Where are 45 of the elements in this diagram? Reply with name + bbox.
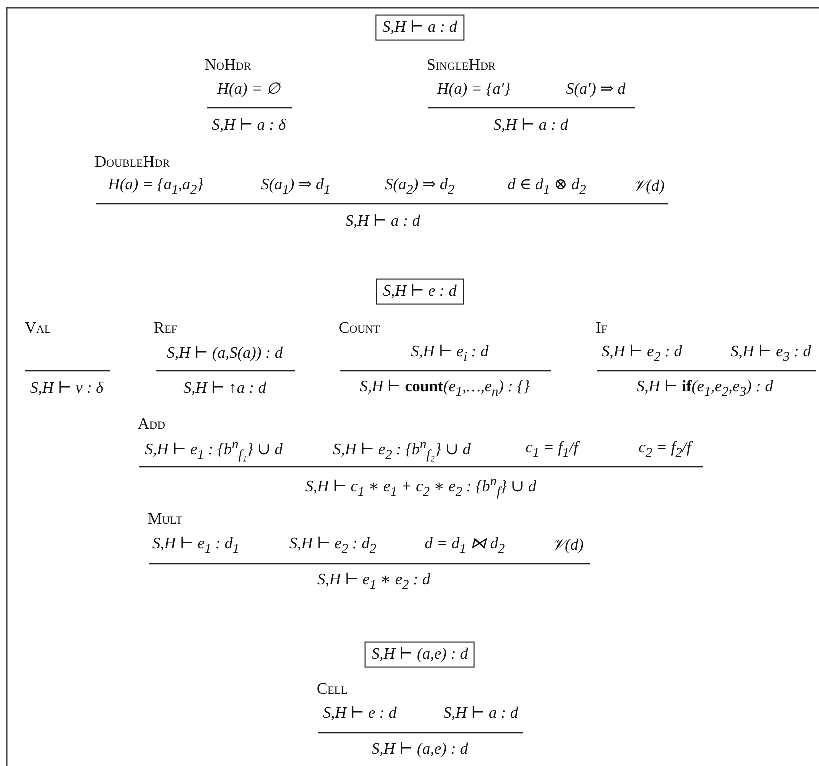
judgment-box: S,H ⊢ (a,e) : d xyxy=(364,642,476,668)
conclusion: S,H ⊢ c$_{1}$ ∗ e$_{1}$ + c$_{2}$ ∗ e$_{2}$ : {b$^{n}$$_{f}$} ∪ d xyxy=(306,474,536,500)
conclusion: S,H ⊢ e$_{1}$ ∗ e$_{2}$ : d xyxy=(317,572,431,592)
premise: c$_{2}$ = f$_{2}$/f xyxy=(638,440,692,460)
conclusion: S,H ⊢ a : δ xyxy=(212,117,286,135)
premise: S(a$_{1}$) ⇒ d$_{1}$ xyxy=(261,176,331,198)
premise: S,H ⊢ e$_{1}$ : d$_{1}$ xyxy=(152,536,240,556)
conclusion: S,H ⊢ a : d xyxy=(346,213,420,231)
conclusion: S,H ⊢ count(e$_{1}$,…,e$_{n}$) : {} xyxy=(360,378,530,400)
rule-name: NoHdr xyxy=(205,57,252,75)
premise: S,H ⊢ (a,S(a)) : d xyxy=(167,345,283,363)
premise: S,H ⊢ e$_{3}$ : d xyxy=(730,344,812,364)
premise: d ∈ d$_{1}$ ⊗ d$_{2}$ xyxy=(508,176,586,198)
premise: S,H ⊢ a : d xyxy=(444,705,518,723)
conclusion: S,H ⊢ ↑a : d xyxy=(184,380,266,398)
premise: S(a$_{2}$) ⇒ d$_{2}$ xyxy=(385,176,455,198)
premise: H(a) = ∅ xyxy=(218,81,280,99)
premise: H(a) = {a′} xyxy=(437,81,511,99)
rule-name: Add xyxy=(138,416,166,434)
rule-name: Count xyxy=(339,320,380,338)
premise: S,H ⊢ e$_{2}$ : d xyxy=(602,344,682,364)
premise: S,H ⊢ e$_{1}$ : {b$^{n}$$_{f₁}$} ∪ d xyxy=(145,437,283,463)
conclusion: S,H ⊢ (a,e) : d xyxy=(372,741,468,759)
rule-name: DoubleHdr xyxy=(95,154,170,172)
premise: 𝒱(d) xyxy=(552,537,584,555)
conclusion: S,H ⊢ a : d xyxy=(494,117,568,135)
premise: c$_{1}$ = f$_{1}$/f xyxy=(526,440,578,460)
rule-name: Mult xyxy=(148,511,183,529)
conclusion: S,H ⊢ if(e$_{1}$,e$_{2}$,e$_{3}$) : d xyxy=(636,378,774,400)
conclusion: S,H ⊢ v : δ xyxy=(30,380,104,398)
premise: S,H ⊢ e : d xyxy=(323,705,397,723)
premise: S(a′) ⇒ d xyxy=(566,81,626,99)
premise: S,H ⊢ e$_{2}$ : {b$^{n}$$_{f₂}$} ∪ d xyxy=(333,437,471,463)
premise: d = d$_{1}$ ⋈ d$_{2}$ xyxy=(424,536,506,556)
rule-name: Ref xyxy=(154,320,178,338)
judgment-box: S,H ⊢ e : d xyxy=(376,278,464,306)
rule-name: If xyxy=(596,320,608,338)
premise: H(a) = {a$_{1}$,a$_{2}$} xyxy=(108,176,204,198)
premise: 𝒱(d) xyxy=(633,178,665,196)
rule-name: SingleHdr xyxy=(427,57,496,75)
rule-name: Cell xyxy=(317,681,348,699)
premise: S,H ⊢ e$_{i}$ : d xyxy=(411,344,489,364)
judgment-box: S,H ⊢ a : d xyxy=(376,14,464,42)
rule-name: Val xyxy=(25,320,52,338)
premise: S,H ⊢ e$_{2}$ : d$_{2}$ xyxy=(289,536,377,556)
